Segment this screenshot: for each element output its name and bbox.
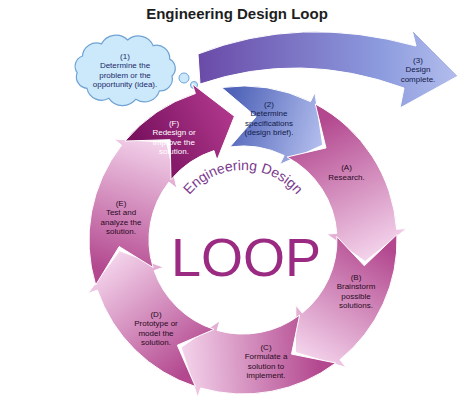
step-number: (3)	[413, 56, 423, 65]
arc-heading: Engineering Design	[180, 157, 307, 197]
arrow-outline	[89, 139, 177, 285]
step-text: Determine specifications (design brief).	[240, 109, 298, 137]
arrow-outline	[287, 104, 407, 262]
loop-word: LOOP	[171, 230, 321, 284]
step-text: Determine the problem or the opportunity…	[88, 61, 162, 89]
step-number: (1)	[120, 52, 130, 61]
step-arrow: (B)Brainstorm possible solutions.	[325, 271, 387, 312]
step-arrow: (F)Redesign or improve the solution.	[143, 117, 205, 158]
step-number: (C)	[260, 343, 271, 352]
loop-box: LOOP	[171, 230, 321, 284]
idea-cloud: (1)Determine the problem or the opportun…	[86, 50, 164, 91]
step-number: (E)	[116, 199, 127, 208]
step-number: (A)	[341, 163, 352, 172]
diagram-title: Engineering Design Loop	[146, 5, 328, 22]
step-number: (2)	[264, 100, 274, 109]
step-text: Redesign or improve the solution.	[145, 128, 203, 156]
step-arrow: (3)Design complete.	[394, 54, 442, 86]
step-number: (D)	[150, 310, 161, 319]
step-text: Formulate a solution to implement.	[237, 352, 295, 380]
arc-heading-path: Engineering Design	[180, 157, 307, 197]
step-text: Design complete.	[396, 65, 440, 83]
step-arrow: (C)Formulate a solution to implement.	[235, 341, 297, 382]
step-text: Research.	[328, 173, 364, 182]
title-box: Engineering Design Loop	[0, 5, 474, 23]
step-number: (B)	[351, 273, 362, 282]
arrow-outline	[295, 235, 397, 368]
step-text: Prototype or model the solution.	[127, 319, 185, 347]
step-text: Brainstorm possible solutions.	[327, 282, 385, 310]
step-arrow: (A)Research.	[326, 161, 367, 184]
arrow-outline	[88, 251, 214, 387]
arrow-outline	[198, 30, 458, 108]
thought-bubble	[179, 73, 189, 83]
step-arrow: (E)Test and analyze the solution.	[90, 197, 152, 238]
step-text: Test and analyze the solution.	[92, 208, 150, 236]
arrow-outline	[125, 84, 234, 180]
cloud-outline	[75, 35, 175, 105]
step-arrow: (2)Determine specifications (design brie…	[238, 98, 300, 139]
step-arrow: (D)Prototype or model the solution.	[125, 308, 187, 349]
step-number: (F)	[169, 119, 179, 128]
